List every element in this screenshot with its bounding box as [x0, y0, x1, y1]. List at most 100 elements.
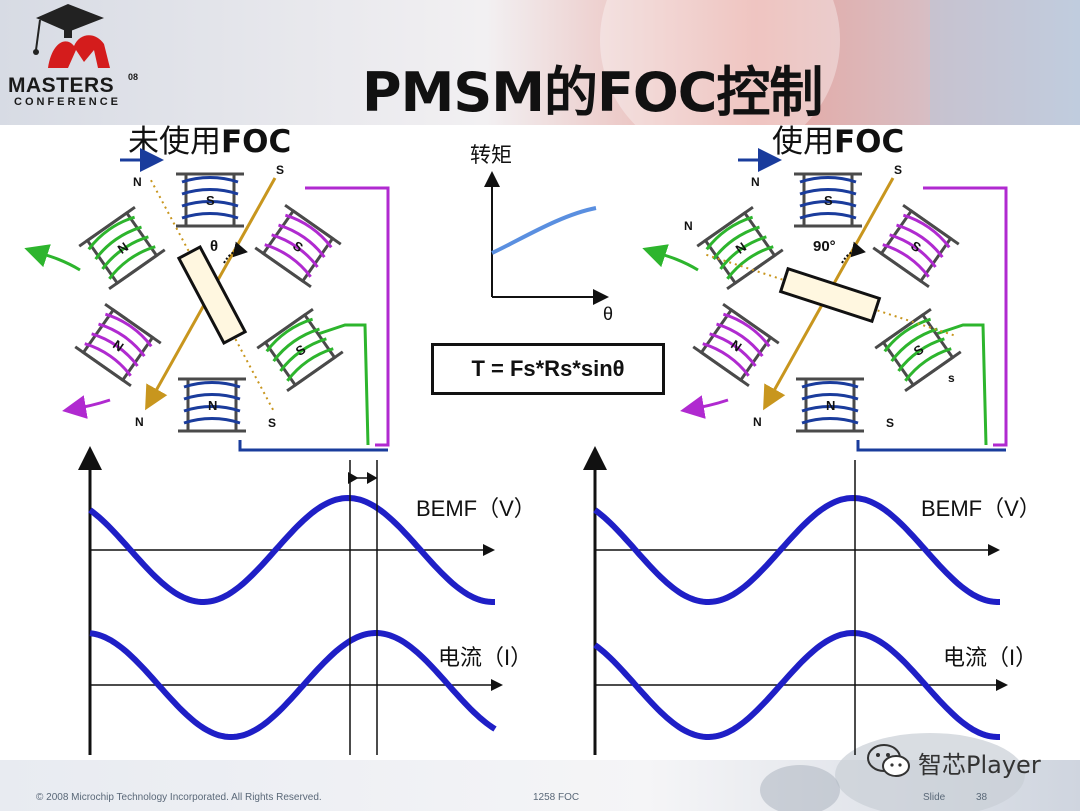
left-motor-purple-lead [305, 186, 390, 447]
right-motor-pole-n-bottom: N [753, 415, 762, 429]
right-motor-coil-upper-right-cap-top [902, 203, 960, 246]
left-motor-coil-bottom: N [178, 377, 246, 433]
wechat-icon [867, 744, 910, 777]
watermark-text: 智芯Player [918, 751, 1041, 779]
right-motor-purple-lead [923, 186, 1008, 447]
right-motor-coil-bottom-label: N [826, 398, 835, 413]
left-motor-coil-upper-left-cap-top [78, 205, 136, 248]
right-motor-coil-bottom-winding [801, 405, 859, 413]
left-motor-coil-lower-right-winding [279, 337, 327, 372]
footer-slide-label: Slide [923, 792, 946, 803]
torque-x-label: θ [603, 304, 613, 324]
left-motor-pole-n-top: N [133, 175, 142, 189]
right-motor-coil-lower-right-winding [904, 347, 952, 382]
torque-formula: T = Fs*Rs*sinθ [431, 343, 665, 395]
left-motor-coil-upper-right-cap-top [284, 203, 342, 246]
left-motor-coil-upper-left-cap-bot [108, 248, 166, 291]
left-motor-coil-lower-left-winding [91, 332, 139, 367]
left-motor-rotor [176, 244, 248, 346]
left-motor-coil-upper-left-winding [101, 235, 149, 270]
left-motor-coil-upper-right: S [254, 203, 342, 289]
right-motor-coil-lower-left: N [692, 302, 780, 388]
left-motor-coil-top-label: S [206, 193, 215, 208]
left-motor-coil-upper-left-winding [87, 215, 136, 251]
left-motor-coil-upper-left-winding [108, 245, 156, 280]
left-motor-pole-s-top: S [276, 163, 284, 177]
left-motor-angle-arc [223, 241, 248, 264]
right-panel-label: 使用FOC [772, 124, 905, 160]
right-motor-coil-top-label: S [824, 193, 833, 208]
left-motor-coil-upper-right-cap-bot [254, 246, 312, 289]
right-motor-coil-lower-right-winding [890, 327, 938, 363]
right-motor-rotor [778, 266, 882, 324]
left-motor-pole-s-bottom: S [268, 416, 276, 430]
left-motor-pole-n-bottom: N [135, 415, 144, 429]
right-motor-coil-lower-right-winding [897, 337, 945, 372]
right-waves-bemf-curve [593, 494, 1000, 605]
left-motor-coil-lower-right-cap-top [256, 307, 314, 350]
left-motor-rotor-axis [150, 179, 274, 411]
left-motor-angle-label: θ [210, 238, 218, 255]
torque-y-label: 转矩 [470, 144, 512, 167]
left-motor-coil-bottom-label: N [208, 398, 217, 413]
right-motor-current-arrow-purple [680, 395, 729, 419]
left-motor-coil-upper-right-winding [271, 233, 319, 268]
right-motor-pole-s-top: S [894, 163, 902, 177]
right-motor-coil-upper-right-winding [889, 233, 937, 268]
right-motor-pole-n-left: N [684, 219, 693, 233]
left-motor-coil-upper-right-winding [278, 223, 326, 259]
right-motor-coil-upper-right-winding [902, 213, 951, 249]
left-motor-coil-lower-right-winding [272, 327, 320, 363]
left-motor-coil-lower-right: S [256, 307, 344, 393]
left-motor-current-arrow-green [24, 244, 81, 272]
right-motor-coil-top-winding [799, 188, 857, 196]
right-motor-coil-upper-right-winding [882, 243, 930, 278]
left-motor-coil-lower-right-winding [286, 347, 334, 382]
left-motor-coil-lower-right-cap-bot [286, 350, 344, 393]
right-motor-coil-upper-left-winding [712, 225, 760, 261]
logo-word: MASTERS [8, 74, 115, 97]
left-motor-coil-upper-right-winding [284, 213, 333, 249]
right-motor-coil-upper-left-winding [705, 215, 754, 251]
logo-year: 08 [128, 72, 139, 82]
left-motor-coil-upper-left-winding [94, 225, 142, 261]
right-motor-pole-n-top: N [751, 175, 760, 189]
right-motor-coil-upper-right-cap-bot [872, 246, 930, 289]
right-motor-coil-upper-left: N [696, 205, 784, 291]
right-motor-coil-lower-right-cap-top [874, 307, 932, 350]
right-motor-coil-bottom-winding [801, 381, 859, 389]
right-motor-coil-upper-left-winding [719, 235, 767, 270]
right-waves-current-curve [593, 629, 1000, 740]
right-motor-coil-top-winding [799, 200, 857, 208]
right-motor-coil-top-winding [799, 212, 857, 220]
right-bemf-label: BEMF（V） [921, 496, 1041, 521]
left-motor-coil-top-winding [181, 212, 239, 220]
left-motor-current-arrow-purple [62, 395, 111, 419]
right-motor-pole-s-right: s [948, 371, 955, 385]
right-motor-coil-bottom-winding [801, 417, 859, 425]
left-motor-coil-bottom-winding [183, 381, 241, 389]
right-motor-coil-bottom: N [796, 377, 864, 433]
right-motor-rotor-bar [778, 266, 882, 324]
right-motor-coil-upper-left-winding [726, 245, 774, 280]
right-motor-coil-top: S [794, 172, 862, 228]
left-motor-coil-bottom-winding [183, 405, 241, 413]
left-motor-coil-lower-left-winding [84, 342, 132, 377]
left-motor-coil-lower-left-cap-top [104, 302, 162, 345]
left-waves-bemf-curve [88, 494, 495, 605]
left-panel-label: 未使用FOC [128, 124, 292, 160]
right-motor-coil-top-winding [799, 176, 857, 184]
right-motor-coil-lower-left-winding [709, 332, 757, 367]
left-motor-coil-top-winding [181, 200, 239, 208]
right-motor-coil-lower-right: S [874, 307, 962, 393]
right-motor-coil-upper-right: S [872, 203, 960, 289]
right-motor-coil-lower-right-cap-bot [904, 350, 962, 393]
footer-copyright: © 2008 Microchip Technology Incorporated… [36, 792, 322, 803]
left-motor-coil-lower-right-winding [265, 317, 314, 353]
footer-session: 1258 FOC [533, 792, 580, 803]
left-motor-blue-lead [238, 440, 388, 452]
right-motor-coil-upper-right-winding [896, 223, 944, 259]
right-motor-green-lead [917, 323, 988, 446]
